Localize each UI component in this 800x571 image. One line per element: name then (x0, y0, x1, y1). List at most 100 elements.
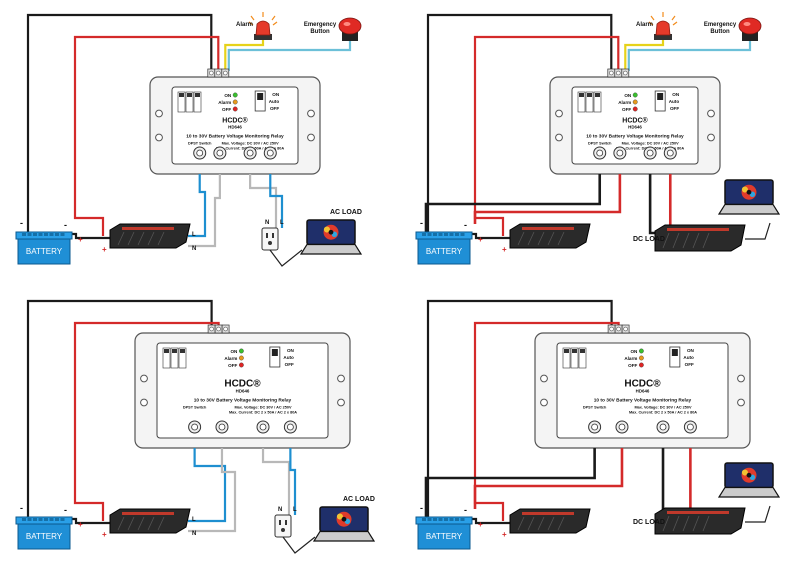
neutral-label: N (265, 220, 269, 226)
status-led-icon (638, 348, 644, 354)
mode-switch (254, 90, 266, 112)
inverter-fin (682, 515, 690, 532)
relay-spec: Max. Voltage: DC 30V / AC 250V (235, 406, 292, 410)
relay-spec: DPST Switch (188, 141, 212, 145)
terminal-legend-icon (187, 93, 192, 97)
mounting-hole-icon (155, 109, 163, 118)
inverter-display-icon (667, 511, 729, 514)
battery-cell-cap (460, 518, 465, 521)
laptop-screen-art (741, 186, 748, 193)
mounting-hole-icon (540, 374, 548, 383)
battery-cell-cap (449, 518, 454, 521)
power-cord (745, 222, 771, 240)
screw-terminal-icon (646, 149, 654, 157)
led-label: OFF (222, 107, 231, 112)
inverter-fin (147, 516, 155, 531)
alarm-beacon-icon (655, 20, 671, 36)
mounting-hole-icon (337, 398, 345, 407)
battery-icon (417, 522, 471, 550)
screw-terminal-icon (666, 149, 674, 157)
wire-ac-line (188, 174, 207, 238)
terminal-legend-icon (180, 349, 185, 353)
led-label: Alarm (218, 100, 231, 105)
status-led-icon (238, 348, 244, 354)
mode-switch-knob (257, 93, 264, 100)
terminal-legend-icon (585, 91, 594, 113)
screw-terminal-icon (196, 149, 204, 157)
switch-position-label: OFF (685, 362, 694, 367)
ac-outlet-icon (274, 514, 292, 538)
battery-cell-cap (44, 233, 48, 236)
plus-sign: + (478, 235, 483, 244)
relay-title: 10 to 30V Battery Voltage Monitoring Rel… (586, 133, 684, 139)
battery-cell-cap (44, 518, 48, 521)
inverter-fin (527, 516, 535, 531)
terminal-legend-icon (562, 347, 571, 369)
inverter-icon (654, 507, 746, 535)
relay-faceplate (571, 86, 699, 165)
battery-cell-cap (22, 233, 26, 236)
ac-outlet-slot (266, 233, 268, 238)
wire-positive (473, 321, 620, 521)
inverter-fin (692, 232, 700, 249)
mounting-hole-icon (737, 374, 745, 383)
inverter-fin (517, 231, 525, 246)
battery-cell-cap (455, 233, 459, 236)
battery-cell-cap (449, 233, 454, 236)
inverter-fin (702, 232, 710, 249)
inverter-icon (654, 224, 746, 252)
input-connector-icon (223, 326, 228, 332)
wire-emergency (227, 38, 352, 71)
mounting-hole-icon (555, 109, 563, 118)
line-label: L (192, 517, 196, 523)
wire-dc-negative-out (648, 174, 655, 235)
status-led-icon (238, 362, 244, 368)
load-label: AC LOAD (343, 496, 375, 503)
terminal-legend-icon (195, 93, 200, 97)
emergency-button-highlight (743, 22, 751, 26)
inverter-fin (527, 231, 535, 246)
terminal-legend-icon (580, 349, 585, 353)
terminal-legend-icon (172, 349, 177, 353)
battery-label: BATTERY (426, 247, 463, 256)
mode-switch (654, 90, 666, 112)
wire-positive (473, 35, 620, 236)
led-label: OFF (622, 107, 631, 112)
led-label: ON (630, 349, 638, 354)
switch-position-label: OFF (270, 106, 279, 111)
inverter-display-icon (522, 227, 574, 230)
ac-outlet-slot (279, 520, 281, 525)
inverter-fin (147, 231, 155, 246)
inverter-fin (137, 231, 145, 246)
minus-sign: - (64, 505, 67, 515)
ac-outlet-slot (272, 233, 274, 238)
wire-negative (426, 13, 613, 232)
input-connector-icon (609, 70, 614, 76)
alarm-label: Alarm (236, 22, 253, 28)
terminal-legend-icon (587, 93, 592, 97)
brand-name: HCDC® (224, 379, 261, 390)
status-led-icon (238, 355, 244, 361)
mode-switch (269, 346, 281, 368)
wire-dc-positive-in (473, 174, 622, 224)
laptop-screen-art (746, 472, 752, 478)
plus-sign: + (102, 245, 107, 254)
ac-outlet-slot (268, 241, 272, 245)
battery-cell-cap (55, 233, 59, 236)
line-label: L (192, 232, 196, 238)
wire-positive (73, 35, 220, 236)
wire-positive (73, 321, 220, 521)
switch-position-label: ON (672, 92, 680, 97)
screw-terminal-icon (618, 423, 626, 431)
switch-position-label: OFF (670, 106, 679, 111)
plus-sign: + (78, 520, 83, 529)
laptop-screen-art (341, 516, 347, 522)
terminal-legend-icon (179, 93, 184, 97)
input-connector-icon (616, 326, 621, 332)
load-label: DC LOAD (633, 519, 665, 526)
alarm-ray-icon (271, 15, 276, 21)
mode-switch-knob (671, 349, 678, 356)
status-led-icon (632, 99, 638, 105)
